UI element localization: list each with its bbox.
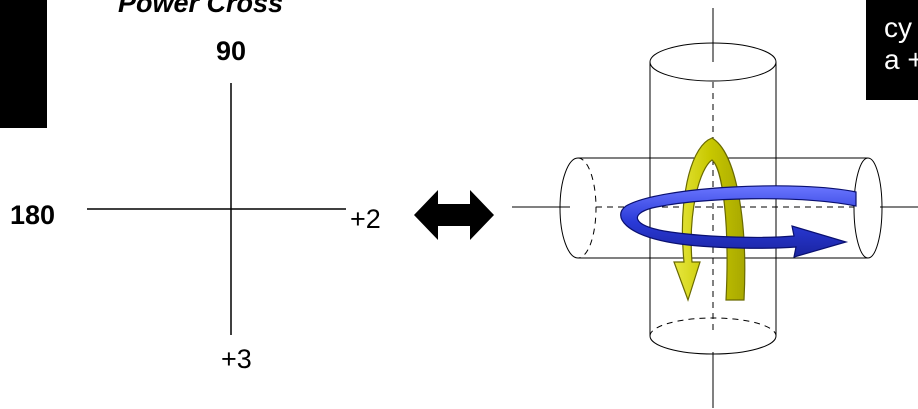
callout-box: cy a + bbox=[866, 0, 918, 100]
horizontal-cylinder-left-back bbox=[559, 157, 579, 259]
left-black-bar bbox=[0, 0, 47, 128]
callout-line-1: cy bbox=[884, 12, 912, 43]
label-180: 180 bbox=[10, 200, 56, 230]
slide-title: Power Cross bbox=[118, 0, 284, 18]
label-90: 90 bbox=[216, 36, 247, 66]
double-arrow-icon bbox=[414, 190, 494, 240]
label-plus-2: +2 bbox=[350, 204, 381, 234]
yellow-rotation-arrow bbox=[673, 137, 746, 302]
power-cross bbox=[87, 83, 346, 335]
horizontal-cylinder-right-end bbox=[853, 157, 883, 259]
horizontal-cylinder-left-front bbox=[577, 157, 597, 259]
label-plus-3: +3 bbox=[221, 344, 252, 374]
cylinder-cross bbox=[512, 8, 918, 408]
callout-line-2: a + bbox=[884, 44, 918, 75]
vertical-cylinder-bottom-front bbox=[649, 335, 777, 355]
blue-rotation-arrow bbox=[620, 185, 857, 258]
